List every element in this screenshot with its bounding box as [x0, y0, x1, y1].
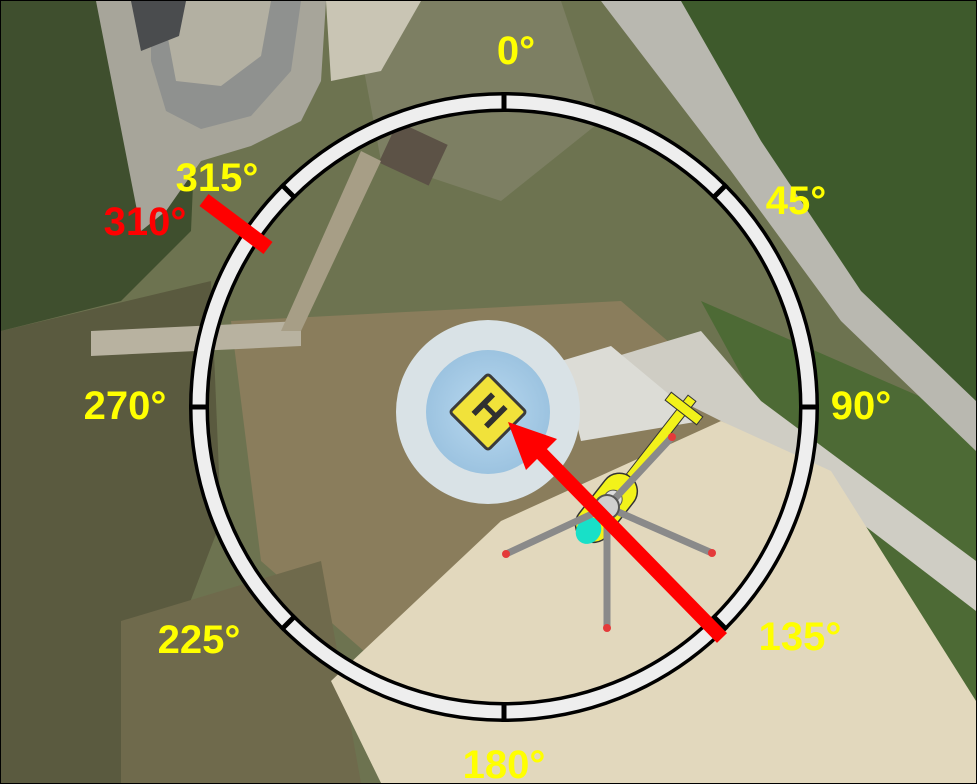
- compass-ring: [189, 92, 819, 722]
- label-0: 0°: [497, 29, 535, 73]
- compass-tick: [279, 182, 298, 201]
- concrete-ramp: [561, 346, 701, 441]
- compass-tick: [710, 182, 729, 201]
- sand-area: [331, 421, 976, 783]
- label-135: 135°: [759, 615, 842, 659]
- heading-marker-310: [199, 194, 273, 254]
- degree-labels: 0° 45° 90° 135° 180° 225° 270° 315°: [84, 29, 892, 783]
- compass-tick: [279, 613, 298, 632]
- rotor-tips: [502, 433, 716, 632]
- compass-ticks: [189, 92, 819, 722]
- heliport: H: [396, 320, 580, 504]
- heliport-h-icon: H: [449, 373, 527, 451]
- label-315: 315°: [176, 156, 259, 200]
- label-270: 270°: [84, 384, 167, 428]
- heading-marker-label: 310°: [104, 200, 187, 244]
- label-225: 225°: [158, 618, 241, 662]
- amphitheatre: [91, 1, 448, 356]
- label-45: 45°: [766, 179, 827, 223]
- red-arrow-icon: [508, 422, 728, 643]
- label-180: 180°: [463, 743, 546, 783]
- compass-tick: [710, 613, 729, 632]
- label-90: 90°: [831, 384, 892, 428]
